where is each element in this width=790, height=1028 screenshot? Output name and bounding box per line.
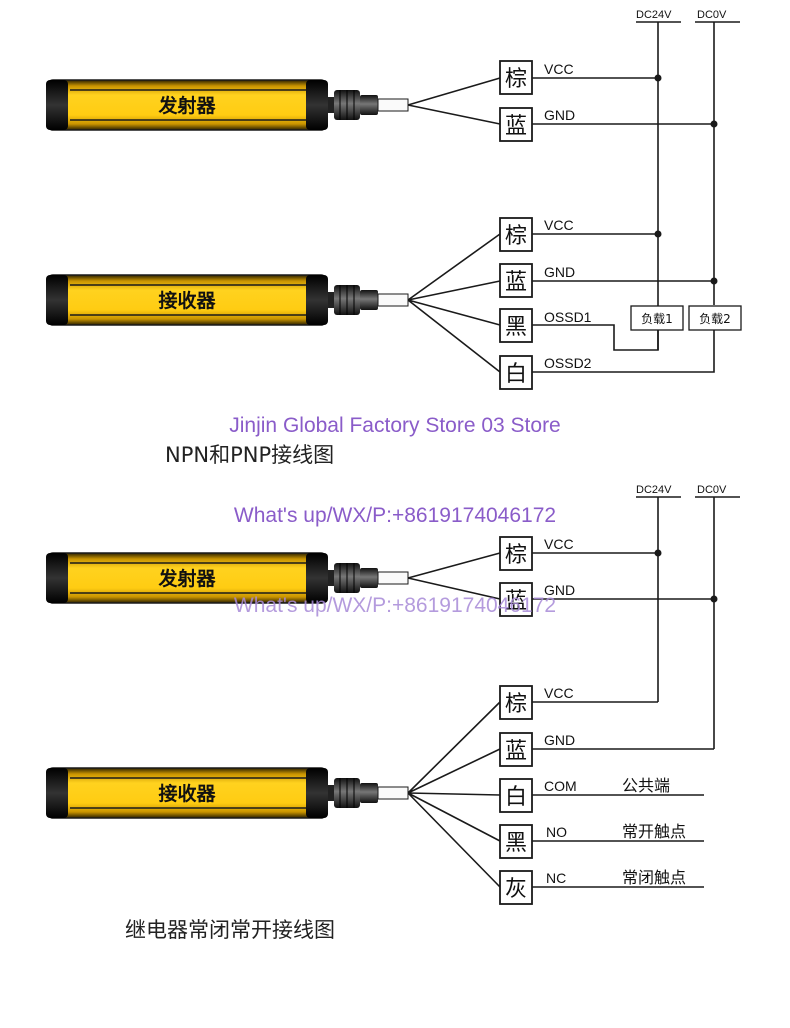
wire-color-box bbox=[499, 107, 533, 142]
signal-vcc: VCC bbox=[544, 217, 574, 233]
load1-box bbox=[630, 305, 684, 331]
signal-vcc: VCC bbox=[544, 61, 574, 77]
emitter-label: 发射器 bbox=[157, 94, 216, 117]
emitter-label: 发射器 bbox=[157, 567, 216, 590]
npn-pnp-caption: NPN和PNP接线图 bbox=[165, 443, 334, 467]
store-watermark: Jinjin Global Factory Store 03 Store bbox=[229, 414, 561, 437]
signal-gnd: GND bbox=[544, 582, 575, 598]
wire-color-gray: 灰 bbox=[505, 877, 527, 902]
receiver-label: 接收器 bbox=[158, 782, 216, 805]
emitter-sensor-top: 发射器 bbox=[45, 79, 409, 131]
wire-color-blue: 蓝 bbox=[505, 739, 527, 764]
contact-no-label: 常开触点 bbox=[622, 822, 686, 841]
wire-color-brown: 棕 bbox=[505, 692, 527, 717]
signal-vcc: VCC bbox=[544, 536, 574, 552]
wire-color-white: 白 bbox=[505, 362, 527, 387]
wire-color-box bbox=[499, 308, 533, 343]
signal-com: COM bbox=[544, 778, 577, 794]
wire-color-box bbox=[499, 355, 533, 390]
rail-labels-top: DC24V DC0V bbox=[636, 9, 740, 23]
signal-no: NO bbox=[546, 824, 567, 840]
wire-color-brown: 棕 bbox=[505, 67, 527, 92]
wire-color-white: 白 bbox=[505, 785, 527, 810]
load1-label: 负载1 bbox=[641, 312, 673, 326]
relay-caption: 继电器常闭常开接线图 bbox=[125, 918, 335, 942]
wire-color-box bbox=[499, 263, 533, 298]
rail-dc24v-label: DC24V bbox=[636, 9, 672, 21]
rail-labels-bottom: DC24V DC0V bbox=[636, 484, 740, 498]
contact-watermark-2: What's up/WX/P:+8619174046172 bbox=[234, 594, 556, 617]
wire-color-brown: 棕 bbox=[505, 224, 527, 249]
wire-color-black: 黑 bbox=[505, 315, 527, 340]
signal-gnd: GND bbox=[544, 732, 575, 748]
load2-label: 负载2 bbox=[699, 312, 731, 326]
load2-box bbox=[688, 305, 742, 331]
contact-nc-label: 常闭触点 bbox=[622, 868, 686, 887]
signal-nc: NC bbox=[546, 870, 566, 886]
wire-color-box bbox=[499, 60, 533, 95]
signal-ossd2: OSSD2 bbox=[544, 355, 592, 371]
signal-gnd: GND bbox=[544, 264, 575, 280]
wire-color-blue: 蓝 bbox=[505, 270, 527, 295]
contact-watermark-1: What's up/WX/P:+8619174046172 bbox=[234, 504, 556, 527]
receiver-label: 接收器 bbox=[158, 289, 216, 312]
wire-color-box bbox=[499, 685, 533, 720]
wire-color-black: 黑 bbox=[505, 831, 527, 856]
contact-common-label: 公共端 bbox=[622, 776, 670, 795]
receiver-sensor-bottom: 接收器 bbox=[45, 767, 409, 819]
wire-color-blue: 蓝 bbox=[505, 114, 527, 139]
emitter-sensor-bottom: 发射器 bbox=[45, 552, 409, 604]
signal-gnd: GND bbox=[544, 107, 575, 123]
wire-color-blue: 蓝 bbox=[505, 589, 527, 614]
rail-dc0v-label: DC0V bbox=[697, 484, 727, 496]
wire-color-brown: 棕 bbox=[505, 543, 527, 568]
rail-dc0v-label: DC0V bbox=[697, 9, 727, 21]
signal-vcc: VCC bbox=[544, 685, 574, 701]
signal-ossd1: OSSD1 bbox=[544, 309, 592, 325]
rail-dc24v-label: DC24V bbox=[636, 484, 672, 496]
wire-color-box bbox=[499, 824, 533, 859]
receiver-sensor-top: 接收器 bbox=[45, 274, 409, 326]
